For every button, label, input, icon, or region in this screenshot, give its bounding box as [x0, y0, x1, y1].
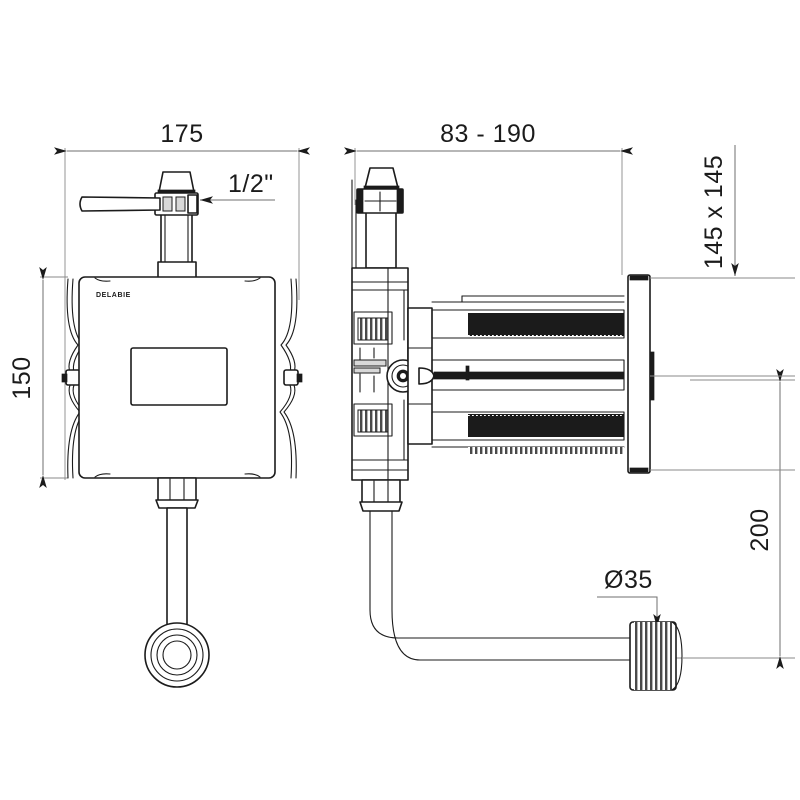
front-elevation: DELABIE — [61, 171, 303, 688]
dimension-150: 150 — [8, 267, 68, 488]
sensor-window — [130, 347, 228, 406]
spring-clip-bracket-right-upper — [285, 278, 298, 373]
dimension-150-label: 150 — [8, 356, 36, 399]
half-inch-connection — [187, 194, 198, 214]
serrated-rail — [468, 447, 624, 454]
dimension-175: 175 — [54, 120, 310, 480]
outlet-flange-rosette — [144, 622, 210, 688]
cartridge-upper — [357, 317, 389, 341]
dimension-83-190-label: 83 - 190 — [440, 120, 536, 148]
dimension-145x145-label: 145 x 145 — [700, 155, 728, 269]
dimension-200: 200 — [630, 369, 795, 669]
valve-bonnet-cap-side — [364, 167, 399, 189]
outlet-nut-collar — [155, 499, 199, 509]
dimension-diameter-35-label: Ø35 — [604, 566, 653, 594]
outlet-elbow-pipe-bottom — [391, 510, 631, 661]
adjustable-threaded-rod-upper — [468, 313, 624, 334]
cartridge-lower — [357, 409, 389, 433]
dimension-half-inch-label: 1/2" — [228, 170, 274, 198]
dimension-145x145: 145 x 145 — [690, 145, 745, 279]
dimension-half-inch: 1/2" — [200, 170, 275, 204]
dimension-175-label: 175 — [160, 120, 203, 148]
dimension-83-190: 83 - 190 — [344, 120, 633, 275]
outlet-elbow-pipe-top — [369, 510, 631, 639]
finished-wall-plate — [627, 274, 651, 474]
adjustable-threaded-rod-lower — [468, 416, 624, 437]
outlet-nut-front — [157, 477, 197, 502]
clip-screw-left — [65, 369, 81, 386]
side-section — [351, 167, 795, 691]
outlet-nut-collar-side — [359, 501, 403, 512]
outlet-nut-side — [361, 479, 401, 504]
clip-screw-right — [283, 369, 299, 386]
plate-top-nut — [157, 261, 197, 279]
center-spindle — [433, 371, 625, 380]
dimension-diameter-35: Ø35 — [597, 566, 661, 627]
outlet-pipe — [166, 507, 188, 633]
brand-logo: DELABIE — [96, 292, 131, 299]
spring-clip-bracket-right-lower — [283, 384, 297, 479]
isolation-lever-handle — [79, 196, 161, 212]
spring-clip-bracket-left-upper — [66, 278, 79, 373]
valve-bonnet-cap — [158, 171, 195, 193]
spring-clip-bracket-left-lower — [67, 384, 81, 479]
dimension-200-label: 200 — [746, 508, 774, 551]
